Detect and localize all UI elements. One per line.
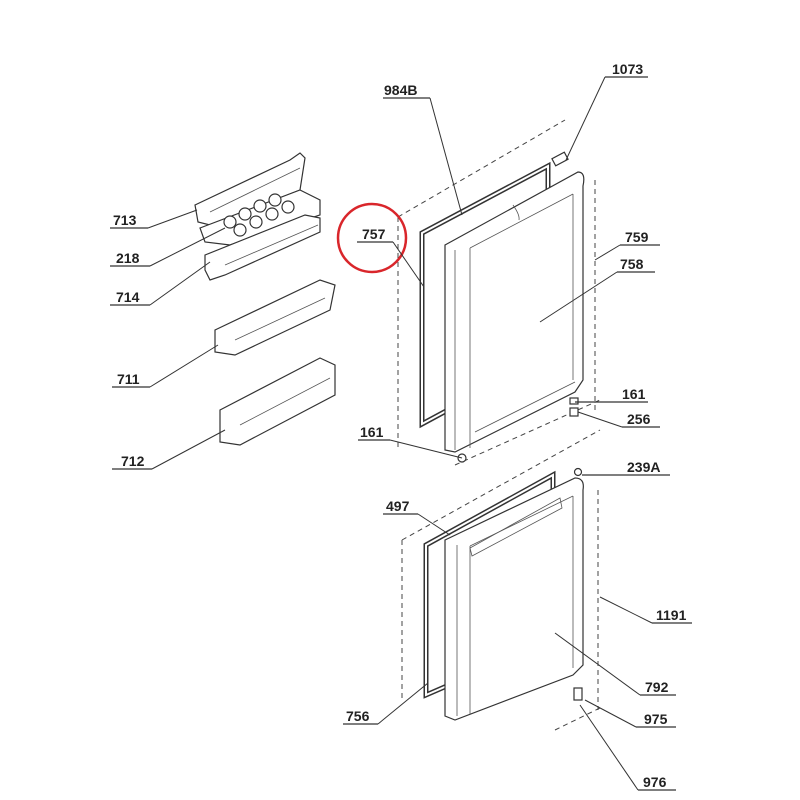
label-792: 792 [645,679,669,695]
label-161-left: 161 [360,424,384,440]
part-labels: 1073 984B 713 218 714 711 712 757 759 75… [113,61,687,790]
label-711: 711 [117,371,140,387]
label-756: 756 [346,708,370,724]
label-975: 975 [644,711,668,727]
label-161-right: 161 [622,386,646,402]
shelf-711 [214,279,336,356]
label-714: 714 [116,289,140,305]
shelf-cover-713 [194,152,306,226]
shelf-714 [204,214,321,281]
label-712: 712 [121,453,145,469]
label-759: 759 [625,229,649,245]
label-976: 976 [643,774,667,790]
upper-door-assembly-lines [397,119,601,466]
label-1191: 1191 [656,607,687,623]
label-757: 757 [362,226,386,242]
label-758: 758 [620,256,644,272]
leader-lines [110,76,692,791]
label-239A: 239A [627,459,660,475]
lower-door [444,467,584,721]
label-256: 256 [627,411,651,427]
label-713: 713 [113,212,137,228]
highlight-circle [336,202,408,274]
label-984B: 984B [384,82,417,98]
label-218: 218 [116,250,140,266]
upper-door [444,151,585,463]
label-1073: 1073 [612,61,643,77]
label-497: 497 [386,498,410,514]
shelf-712 [219,357,336,446]
lower-door-assembly-lines [401,429,601,731]
egg-tray-218 [199,189,321,246]
